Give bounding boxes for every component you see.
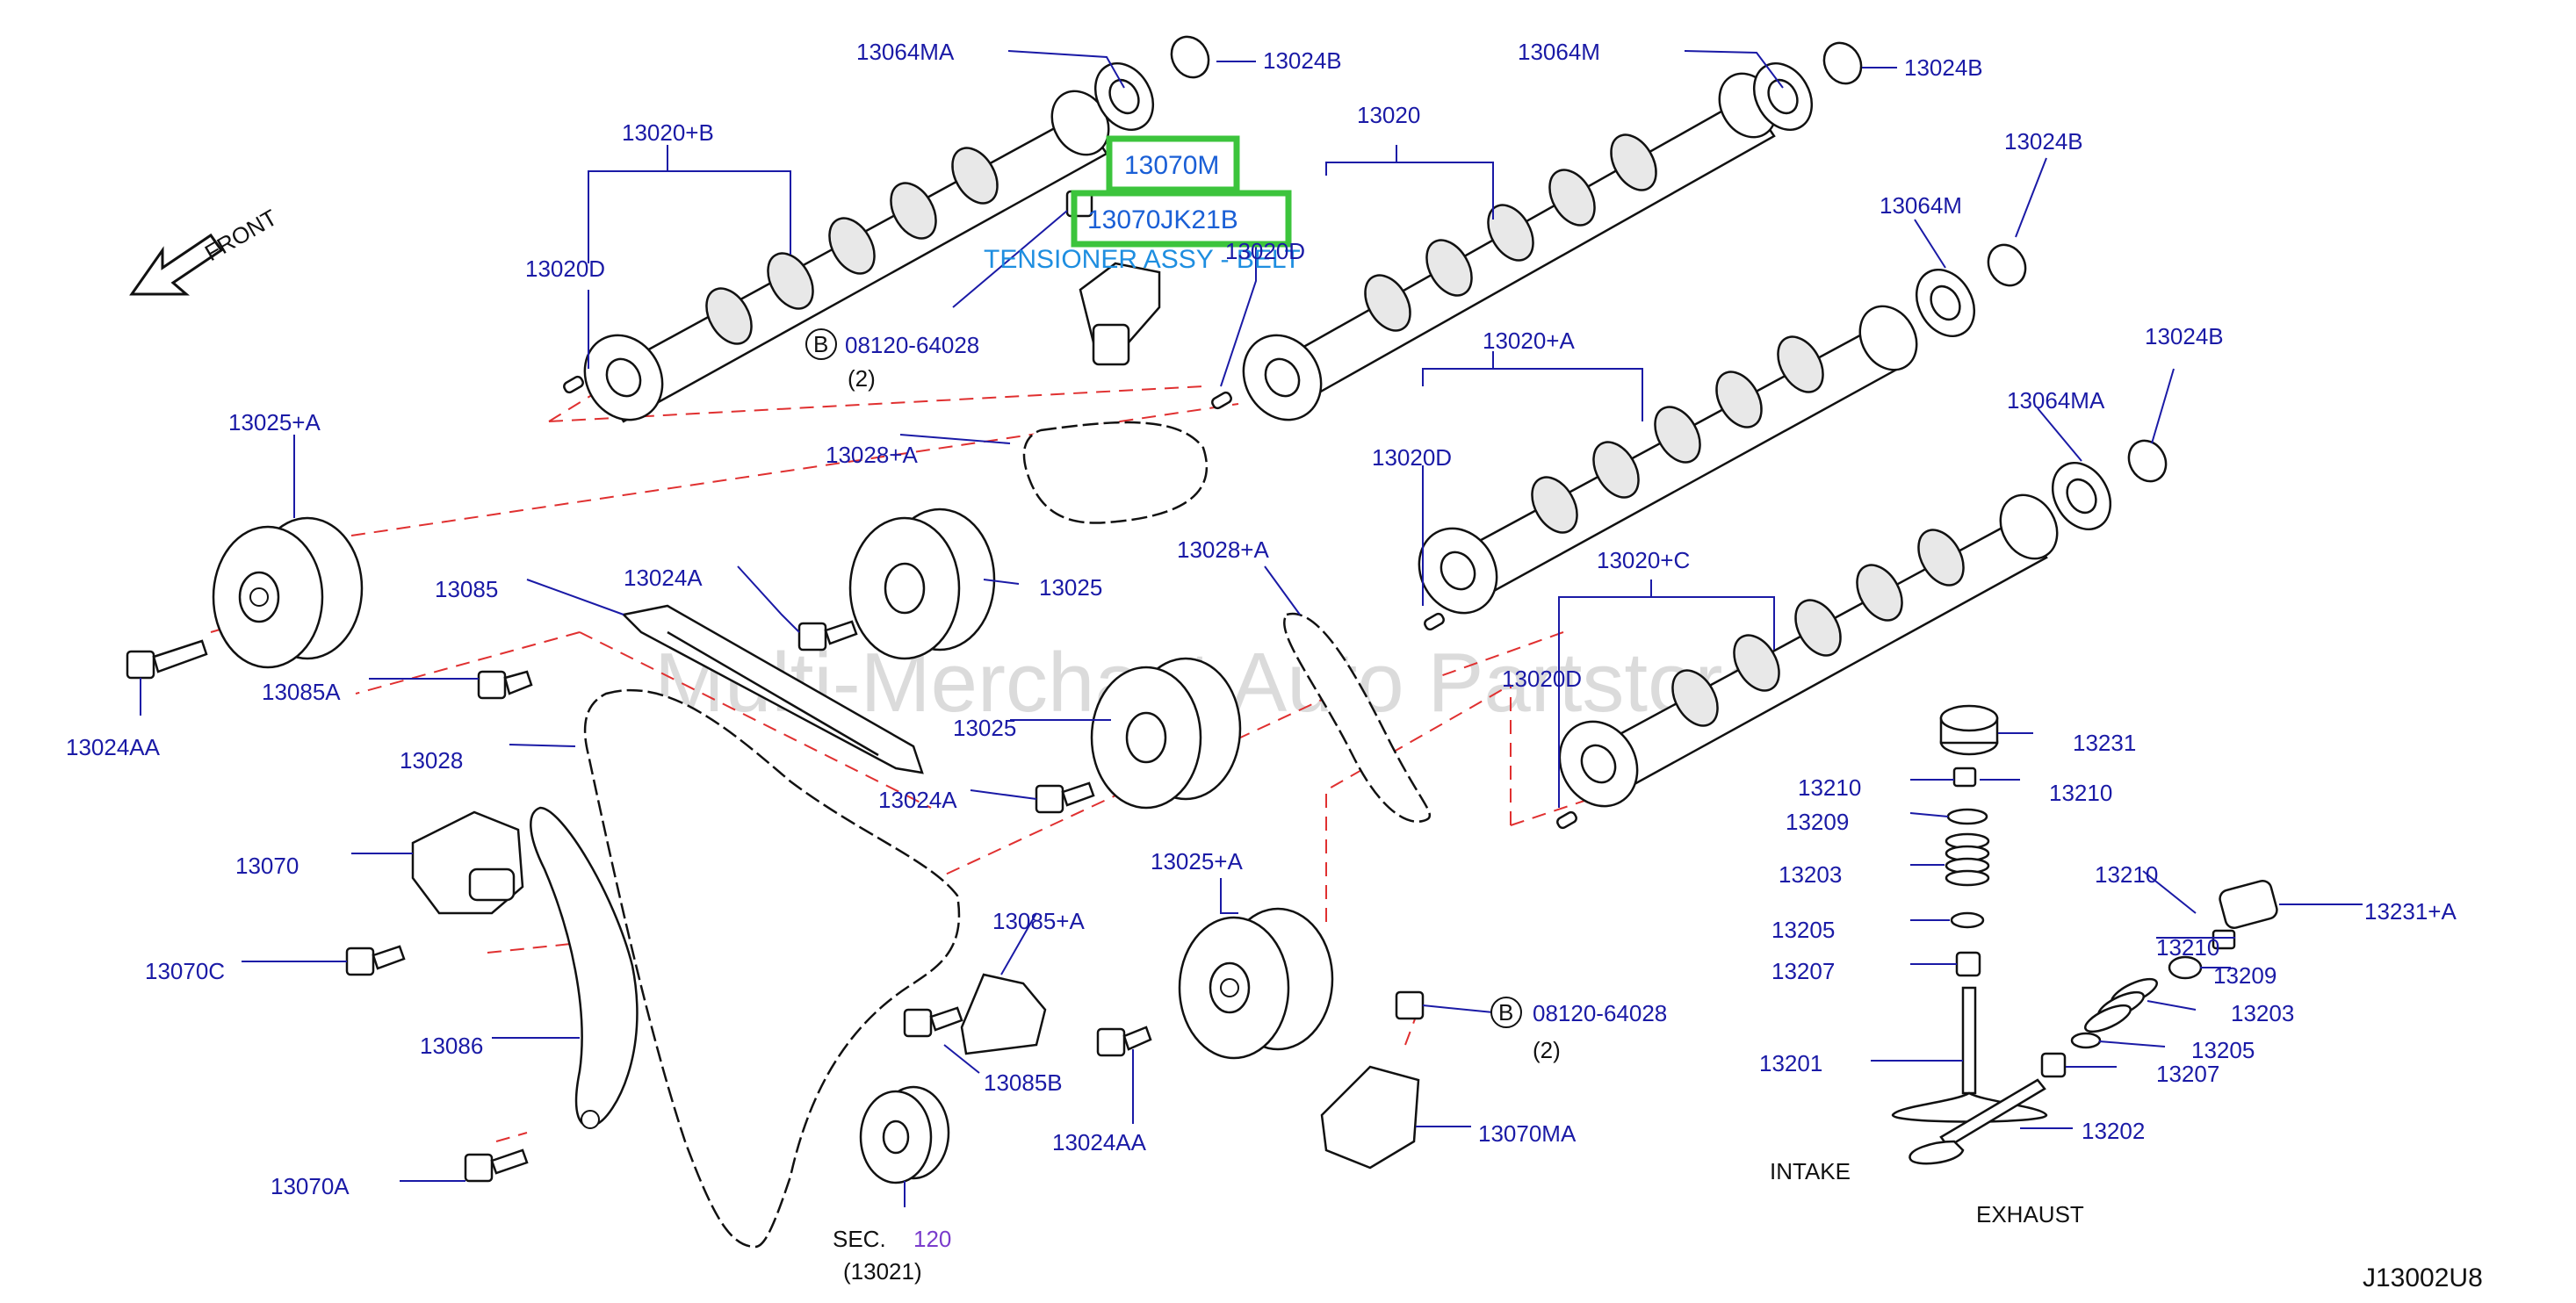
camshaft-13020-c [1558, 493, 2059, 808]
label-13028[interactable]: 13028 [400, 747, 463, 774]
label-13020d-c[interactable]: 13020D [1372, 444, 1452, 471]
label-13025-b[interactable]: 13025 [953, 715, 1016, 741]
chain-tensioner-13070 [411, 810, 524, 915]
part-labels: 13064MA 13024B 13064M 13024B 13020 13020… [66, 39, 2483, 1292]
label-13028-a-b[interactable]: 13028+A [1177, 536, 1269, 563]
bolt-symbol-b-upper: B [805, 328, 837, 360]
label-13203-a[interactable]: 13203 [1779, 861, 1842, 888]
label-13201[interactable]: 13201 [1759, 1050, 1822, 1076]
label-13020-a[interactable]: 13020+A [1483, 328, 1575, 354]
label-13024aa-b[interactable]: 13024AA [1052, 1129, 1147, 1155]
label-13024b-d[interactable]: 13024B [2145, 323, 2224, 349]
label-qty-2-a: (2) [848, 365, 876, 392]
label-13064m-b[interactable]: 13064M [1880, 192, 1962, 219]
chain-guide-13085 [621, 604, 924, 774]
chain-13028-a-upper [1022, 421, 1209, 524]
camshaft-13020-b [583, 90, 1110, 423]
label-13210-b[interactable]: 13210 [2049, 780, 2112, 806]
front-label: FRONT [200, 204, 282, 266]
bolt-symbol-b-lower: B [1490, 997, 1522, 1028]
label-13205-b[interactable]: 13205 [2191, 1037, 2255, 1063]
label-13020d-a[interactable]: 13020D [525, 256, 605, 282]
label-13209-b[interactable]: 13209 [2213, 962, 2277, 989]
sprocket-13025-lower [1090, 657, 1242, 810]
svg-text:B: B [813, 331, 828, 357]
label-13024aa-a[interactable]: 13024AA [66, 734, 161, 760]
label-13025-a-a[interactable]: 13025+A [228, 409, 321, 436]
label-13209-a[interactable]: 13209 [1786, 809, 1849, 835]
label-13024b-c[interactable]: 13024B [2004, 128, 2083, 155]
label-exhaust: EXHAUST [1976, 1201, 2084, 1227]
label-sec: SEC. [833, 1226, 886, 1252]
tensioner-13070-ma [1320, 1065, 1420, 1170]
label-13020[interactable]: 13020 [1357, 102, 1420, 128]
label-13210-c[interactable]: 13210 [2095, 861, 2158, 888]
label-13024b-a[interactable]: 13024B [1263, 47, 1342, 74]
label-13205-a[interactable]: 13205 [1771, 917, 1835, 943]
label-13207-a[interactable]: 13207 [1771, 958, 1835, 984]
label-13085[interactable]: 13085 [435, 576, 498, 602]
camshaft-caps [1170, 35, 2168, 483]
label-13064m-a[interactable]: 13064M [1518, 39, 1600, 65]
camshaft-13020-a [1418, 305, 1918, 615]
label-13231[interactable]: 13231 [2073, 730, 2136, 756]
highlight-box-13070m [1106, 135, 1240, 193]
label-13021: (13021) [843, 1258, 922, 1285]
label-13086[interactable]: 13086 [420, 1033, 483, 1059]
label-13202[interactable]: 13202 [2082, 1118, 2145, 1144]
label-13070ma[interactable]: 13070MA [1478, 1120, 1577, 1147]
chain-guide-13086 [530, 806, 639, 1129]
tensioner-13070-m [1079, 262, 1161, 366]
highlight-box-13070jk21b [1071, 190, 1292, 248]
label-08120-64028-b[interactable]: 08120-64028 [1533, 1000, 1667, 1026]
label-13024b-b[interactable]: 13024B [1904, 54, 1983, 81]
chain-13028 [583, 688, 961, 1249]
label-13024a-b[interactable]: 13024A [878, 787, 957, 813]
label-13231-a[interactable]: 13231+A [2364, 898, 2457, 925]
leader-lines [140, 50, 2363, 1207]
label-13064ma-a[interactable]: 13064MA [856, 39, 955, 65]
label-13025-a[interactable]: 13025 [1039, 574, 1102, 601]
label-13070[interactable]: 13070 [235, 853, 299, 879]
label-13020-c[interactable]: 13020+C [1597, 547, 1690, 573]
label-13020d-b[interactable]: 13020D [1225, 238, 1305, 264]
sprocket-13025-a-lower [1178, 907, 1334, 1060]
diagram-code: J13002U8 [2363, 1263, 2483, 1292]
slack-guide-13085-a [960, 973, 1047, 1055]
label-13203-b[interactable]: 13203 [2231, 1000, 2294, 1026]
sprocket-13025-a-upper [212, 516, 364, 669]
label-sec-120[interactable]: 120 [913, 1226, 951, 1252]
front-arrow-icon [129, 233, 224, 296]
label-13025-a-b[interactable]: 13025+A [1151, 848, 1243, 875]
dowel-pins [563, 375, 1577, 830]
label-intake: INTAKE [1770, 1158, 1851, 1184]
label-13207-b[interactable]: 13207 [2156, 1061, 2219, 1087]
label-13020d-d[interactable]: 13020D [1502, 666, 1582, 692]
sprocket-13025-upper [848, 508, 996, 660]
part-13070jk21b-highlight[interactable]: 13070JK21B [1087, 205, 1238, 234]
part-13070m-highlight[interactable]: 13070M [1124, 151, 1219, 180]
label-13020-b[interactable]: 13020+B [622, 119, 714, 146]
label-qty-2-b: (2) [1533, 1037, 1561, 1063]
label-13070c[interactable]: 13070C [145, 958, 225, 984]
camshaft-13020 [1242, 72, 1778, 421]
label-13085-a[interactable]: 13085+A [992, 908, 1085, 934]
label-13028-a-a[interactable]: 13028+A [826, 442, 918, 468]
svg-text:B: B [1498, 999, 1513, 1026]
label-13070a[interactable]: 13070A [271, 1173, 350, 1199]
label-08120-64028-a[interactable]: 08120-64028 [845, 332, 979, 358]
label-13024a-a[interactable]: 13024A [624, 565, 703, 591]
label-13210-a[interactable]: 13210 [1798, 774, 1861, 801]
crank-sprocket-13021 [859, 1085, 950, 1184]
valve-train [1891, 704, 2278, 1165]
label-13210-d[interactable]: 13210 [2156, 934, 2219, 961]
label-13085a[interactable]: 13085A [262, 679, 341, 705]
chain-13028-a-lower [1283, 612, 1432, 823]
camshaft-seals [1093, 62, 2112, 530]
bolts [126, 190, 1425, 1183]
label-13085b[interactable]: 13085B [984, 1069, 1063, 1096]
part-description-tensioner: TENSIONER ASSY - BELT [984, 245, 1301, 274]
label-13064ma-b[interactable]: 13064MA [2007, 387, 2105, 414]
